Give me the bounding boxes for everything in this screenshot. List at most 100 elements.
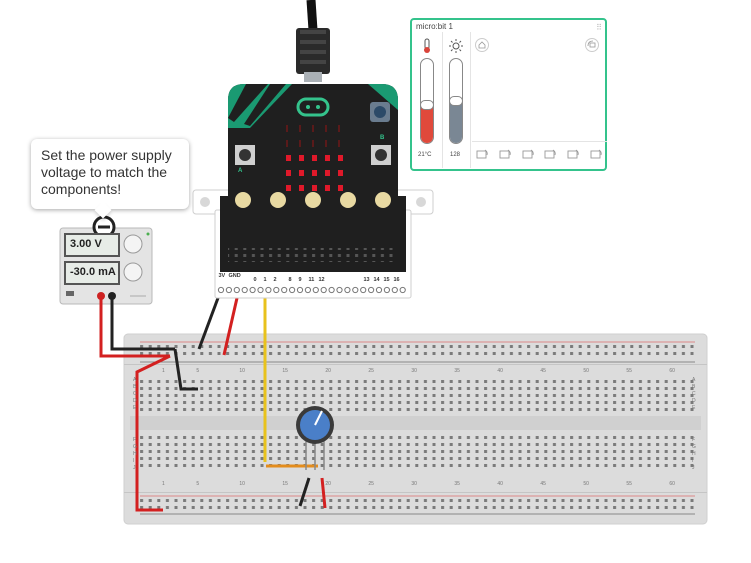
potentiometer[interactable] bbox=[296, 406, 334, 470]
column-number: 5 bbox=[196, 481, 200, 487]
row-letter: H bbox=[692, 451, 696, 457]
column-number: 15 bbox=[282, 481, 288, 487]
led-0-4 bbox=[338, 125, 340, 132]
voltage-value: 3.00 V bbox=[70, 238, 102, 250]
row-letter: E bbox=[133, 405, 137, 411]
light-level-readout: 128 bbox=[450, 152, 461, 158]
column-number: 35 bbox=[454, 368, 460, 374]
row-letter: I bbox=[133, 458, 135, 464]
wire-black-pot[interactable] bbox=[298, 477, 311, 507]
pin-label-0: 0 bbox=[253, 277, 257, 283]
column-number: 25 bbox=[368, 481, 374, 487]
row-letter: C bbox=[692, 391, 696, 397]
column-number: 50 bbox=[583, 481, 589, 487]
led-2-1 bbox=[299, 155, 304, 161]
wire-black-gnd[interactable] bbox=[197, 297, 220, 350]
light-level-icon bbox=[449, 39, 463, 53]
hint-tooltip-text: Set the power supply voltage to match th… bbox=[41, 147, 172, 197]
led-4-4 bbox=[338, 185, 343, 191]
microbit-board[interactable] bbox=[192, 84, 434, 299]
tilt-down-icon[interactable] bbox=[565, 146, 581, 162]
column-number: 5 bbox=[196, 368, 200, 374]
pin-label-16: 16 bbox=[393, 277, 400, 283]
column-number: 1 bbox=[162, 481, 165, 487]
column-number: 35 bbox=[454, 481, 460, 487]
row-letter: I bbox=[692, 458, 694, 464]
tilt-up-icon[interactable] bbox=[542, 146, 558, 162]
row-letter: D bbox=[692, 398, 696, 404]
wire-red-rail[interactable] bbox=[135, 354, 171, 512]
column-number: 25 bbox=[368, 368, 374, 374]
led-matrix bbox=[286, 125, 343, 191]
row-letter: C bbox=[133, 391, 137, 397]
button-label-a: A bbox=[238, 168, 243, 174]
wire-red-pot[interactable] bbox=[320, 477, 327, 509]
led-4-0 bbox=[286, 185, 291, 191]
breadboard[interactable] bbox=[123, 333, 708, 525]
usb-cable bbox=[296, 0, 330, 82]
home-icon[interactable] bbox=[475, 38, 489, 52]
column-number: 10 bbox=[239, 481, 245, 487]
row-letter: H bbox=[133, 451, 137, 457]
column-number: 45 bbox=[540, 368, 546, 374]
freefall-icon[interactable] bbox=[588, 146, 604, 162]
power-rail-top[interactable] bbox=[140, 345, 695, 359]
column-number: 20 bbox=[325, 368, 331, 374]
row-letter: B bbox=[133, 384, 137, 390]
current-display: -30.0 mA bbox=[64, 261, 120, 285]
power-rail-bottom[interactable] bbox=[140, 498, 695, 512]
row-letter: F bbox=[692, 437, 696, 443]
wire-red-3v[interactable] bbox=[222, 297, 239, 356]
led-1-4 bbox=[338, 140, 340, 147]
wire-black-supply[interactable] bbox=[110, 296, 175, 351]
led-0-2 bbox=[312, 125, 314, 132]
column-number: 55 bbox=[626, 481, 632, 487]
pin-label-2: 2 bbox=[273, 277, 277, 283]
column-number: 50 bbox=[583, 368, 589, 374]
column-number: 20 bbox=[325, 481, 331, 487]
tilt-right-icon[interactable] bbox=[520, 146, 536, 162]
row-letter: J bbox=[133, 465, 136, 471]
led-1-2 bbox=[312, 140, 314, 147]
voltage-display[interactable]: 3.00 V bbox=[64, 233, 120, 257]
led-2-3 bbox=[325, 155, 330, 161]
row-letter: J bbox=[692, 465, 695, 471]
column-number: 10 bbox=[239, 368, 245, 374]
wire-black-rail[interactable] bbox=[173, 348, 198, 391]
column-number: 40 bbox=[497, 481, 503, 487]
column-number: 30 bbox=[411, 481, 417, 487]
pin-label-11: 11 bbox=[308, 277, 315, 283]
rotate-view-icon[interactable] bbox=[585, 38, 599, 52]
microbit-sensor-panel[interactable]: micro:bit 1 ⠿ 21°C 128 bbox=[410, 18, 607, 171]
column-number: 45 bbox=[540, 481, 546, 487]
row-letter: A bbox=[692, 377, 696, 383]
led-0-1 bbox=[299, 125, 301, 132]
led-0-3 bbox=[325, 125, 327, 132]
tilt-left-icon[interactable] bbox=[497, 146, 513, 162]
led-1-1 bbox=[299, 140, 301, 147]
row-letter: D bbox=[133, 398, 137, 404]
light-level-slider[interactable] bbox=[449, 58, 463, 144]
shake-icon[interactable] bbox=[474, 146, 490, 162]
wire-red-supply[interactable] bbox=[99, 296, 170, 358]
led-4-3 bbox=[325, 185, 330, 191]
drag-handle-icon[interactable]: ⠿ bbox=[596, 23, 602, 32]
row-letter: B bbox=[692, 384, 696, 390]
terminal-strip-top[interactable] bbox=[140, 376, 695, 411]
row-letter: G bbox=[692, 444, 696, 450]
terminal-strip-bottom[interactable] bbox=[140, 436, 695, 471]
wires[interactable] bbox=[99, 296, 327, 512]
led-0-0 bbox=[286, 125, 288, 132]
temperature-slider[interactable] bbox=[420, 58, 434, 144]
column-number: 60 bbox=[669, 481, 675, 487]
pin-label-8: 8 bbox=[288, 277, 292, 283]
led-1-3 bbox=[325, 140, 327, 147]
pin-label-gnd: GND bbox=[228, 273, 241, 279]
temperature-readout: 21°C bbox=[418, 152, 432, 158]
led-3-0 bbox=[286, 170, 291, 176]
column-number: 60 bbox=[669, 368, 675, 374]
